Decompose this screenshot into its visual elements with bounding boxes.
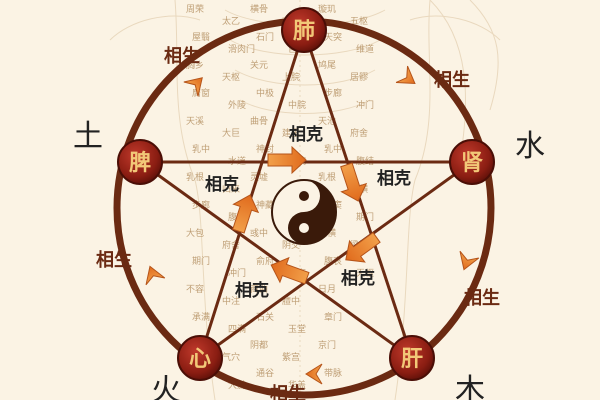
acupoint-label: 五枢	[350, 15, 368, 27]
acupoint-label: 膻中	[282, 295, 300, 307]
acupoint-label: 府舍	[350, 127, 368, 139]
acupoint-label: 通谷	[256, 368, 274, 379]
acupoint-label: 滑肉门	[228, 43, 255, 55]
generating-label: 相生	[96, 249, 132, 271]
pentagram	[135, 25, 477, 362]
acupoint-label: 乳中	[192, 143, 210, 155]
acupoint-label: 步廊	[324, 87, 342, 99]
node-liver: 肝	[389, 335, 435, 381]
generating-arrow	[305, 363, 323, 385]
phase-earth: 土	[73, 119, 103, 154]
restraining-arrow	[340, 162, 368, 202]
acupoint-label: 鸠尾	[318, 59, 336, 71]
generating-label: 相生	[434, 69, 470, 91]
acupoint-label: 石门	[256, 31, 274, 43]
node-kidney: 肾	[449, 139, 495, 185]
acupoint-label: 中脘	[288, 99, 306, 111]
generating-label: 相生	[464, 287, 500, 309]
acupoint-label: 曲骨	[250, 116, 268, 127]
acupoint-label: 冲门	[356, 99, 374, 111]
acupoint-label: 乳根	[318, 171, 336, 183]
acupoint-label: 中注	[222, 295, 240, 307]
acupoint-label: 天溪	[186, 115, 204, 127]
acupoint-label: 俞府	[256, 255, 274, 267]
acupoint-label: 章门	[324, 311, 342, 323]
acupoint-label: 乳根	[186, 171, 204, 183]
phase-water: 水	[515, 129, 545, 164]
generating-arrow	[183, 77, 203, 97]
acupoint-label: 天枢	[222, 71, 240, 83]
restraining-label: 相克	[377, 168, 411, 189]
generating-arrow	[395, 65, 416, 84]
node-heart-label: 心	[189, 347, 211, 372]
acupoint-label: 日月	[318, 284, 336, 295]
acupoint-label: 彧中	[250, 227, 268, 239]
phase-wood: 木	[455, 373, 485, 400]
acupoint-label: 天突	[324, 31, 342, 43]
restraining-label: 相克	[205, 174, 239, 195]
acupoint-label: 膺窗	[192, 87, 210, 99]
acupoint-label: 周荣	[186, 3, 204, 15]
acupoint-label: 横骨	[250, 3, 268, 15]
acupoint-label: 上脘	[282, 71, 300, 83]
restraining-arrow	[270, 256, 310, 285]
acupoint-label: 华盖	[288, 379, 306, 391]
acupoint-label: 大包	[186, 227, 204, 239]
acupoint-label: 维道	[356, 43, 374, 55]
acupoint-label: 商曲	[250, 283, 268, 295]
acupoint-label: 玉堂	[288, 323, 306, 335]
acupoint-label: 居髎	[350, 72, 368, 83]
node-lung-label: 肺	[293, 19, 315, 44]
generating-arrow	[459, 250, 480, 271]
node-spleen: 脾	[117, 139, 163, 185]
acupoint-label: 不容	[186, 283, 204, 295]
acupoint-label: 气穴	[222, 351, 240, 363]
restraining-label: 相克	[289, 124, 323, 145]
acupoint-label: 屋翳	[192, 32, 210, 43]
acupoint-label: 关元	[250, 59, 268, 71]
acupoint-label: 乳中	[324, 143, 342, 155]
node-lung: 肺	[281, 7, 327, 53]
acupoint-label: 归来	[222, 183, 240, 195]
acupoint-label: 外陵	[228, 99, 246, 111]
phase-fire: 火	[151, 373, 181, 400]
acupoint-label: 承满	[192, 312, 210, 323]
restraining-label: 相克	[341, 268, 375, 289]
acupoint-label: 中极	[256, 87, 274, 99]
acupoint-label: 太乙	[222, 15, 240, 27]
generating-arrow	[145, 265, 166, 286]
restraining-arrow	[232, 194, 260, 234]
restraining-arrow	[267, 145, 307, 175]
acupoint-label: 带脉	[324, 367, 342, 379]
acupoint-label: 天枢	[356, 267, 374, 279]
acupoint-label: 神藏	[256, 199, 274, 211]
node-spleen-label: 脾	[129, 151, 151, 176]
acupoint-label: 紫宫	[282, 351, 300, 363]
acupoint-label: 期门	[192, 255, 210, 267]
acupoint-label: 冲门	[228, 267, 246, 279]
node-liver-label: 肝	[401, 347, 423, 372]
node-kidney-label: 肾	[461, 151, 483, 176]
node-heart: 心	[177, 335, 223, 381]
acupoint-label: 大巨	[222, 127, 240, 139]
acupoint-label: 璇玑	[318, 3, 336, 15]
restraining-label: 相克	[235, 280, 269, 301]
yin-yang-icon	[271, 179, 337, 245]
acupoint-label: 建里	[282, 127, 300, 139]
restraining-arrow	[345, 231, 381, 263]
acupoint-label: 阴都	[250, 340, 268, 351]
generating-label: 相生	[270, 383, 306, 400]
acupoint-label: 京门	[318, 339, 336, 351]
generating-label: 相生	[164, 45, 200, 67]
acupoint-label: 灵墟	[250, 171, 268, 183]
